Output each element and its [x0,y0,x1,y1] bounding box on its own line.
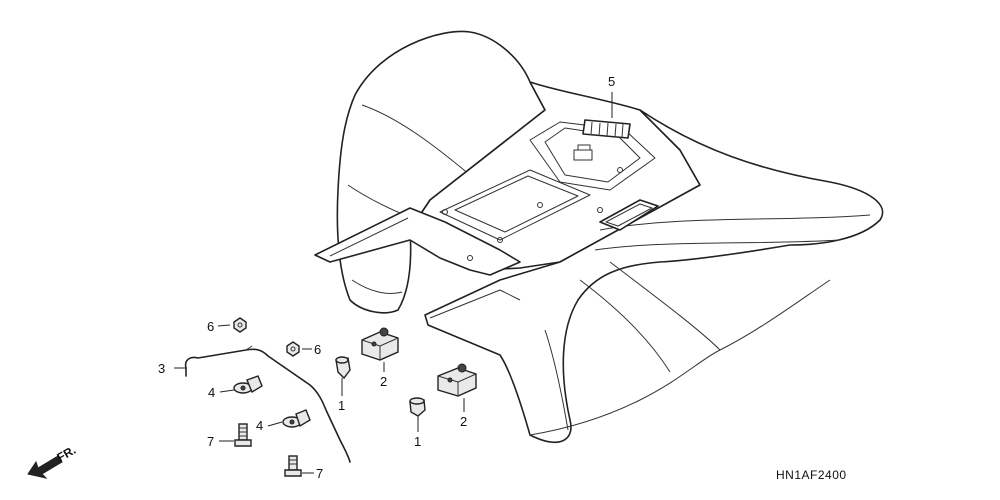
bolt-left [234,423,252,447]
rod [184,345,351,463]
grommet-lower [409,397,426,417]
callout-6-upper: 6 [207,319,214,334]
right-fender-wing [424,109,884,444]
callout-3: 3 [158,361,165,376]
callout-6-lower: 6 [314,342,321,357]
handle-slot [599,199,659,231]
deck-recess [439,169,591,241]
vent-grille [582,119,631,139]
clip-right [282,409,311,428]
bracket-lower [437,363,477,397]
callout-2-upper: 2 [380,374,387,389]
front-direction-arrow: FR. [27,443,78,479]
grommet-upper [335,356,351,380]
deck-flange [314,207,521,276]
nut-lower [286,341,300,357]
callout-7-right: 7 [316,466,323,481]
callout-7-left: 7 [207,434,214,449]
bracket-upper [361,327,399,361]
bolt-right [284,455,302,477]
callout-1-upper: 1 [338,398,345,413]
arrow-icon [27,455,63,479]
clip-left [233,375,263,394]
callout-2-lower: 2 [460,414,467,429]
callout-4-right: 4 [256,418,263,433]
callout-5: 5 [608,74,615,89]
diagram-code: HN1AF2400 [776,468,847,482]
nut-upper [233,317,247,333]
callout-1-lower: 1 [414,434,421,449]
leader-lines [174,92,613,474]
callout-4-left: 4 [208,385,215,400]
rear-fender [314,30,884,444]
